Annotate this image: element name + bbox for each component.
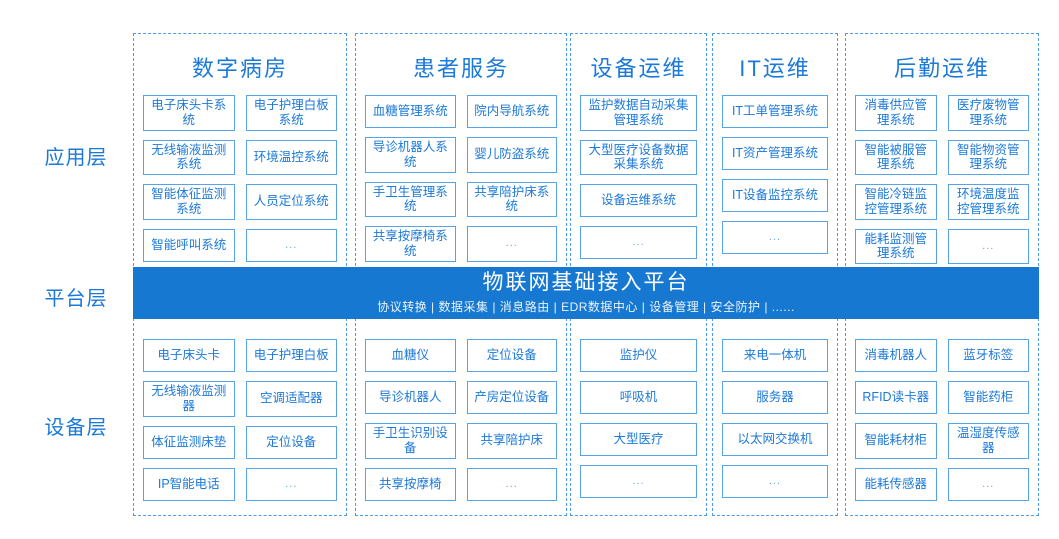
device-box: 无线输液监测器 [143, 381, 235, 417]
ellipsis-box: ... [466, 226, 557, 262]
device-box: 导诊机器人 [365, 381, 456, 414]
ellipsis-box: ... [245, 467, 337, 501]
column-5: 后勤运维消毒供应管理系统医疗废物管理系统智能被服管理系统智能物资管理系统智能冷链… [845, 33, 1039, 516]
device-boxes: 监护仪呼吸机大型医疗... [580, 339, 697, 498]
application-system-box: IT资产管理系统 [722, 137, 828, 170]
application-system-box: 大型医疗设备数据采集系统 [580, 139, 697, 175]
application-system-box: IT工单管理系统 [722, 95, 828, 128]
ellipsis-box: ... [722, 465, 828, 498]
device-boxes: 消毒机器人蓝牙标签 RFID读卡器智能药柜智能耗材柜温湿度传感器能耗传感器... [855, 339, 1029, 501]
ellipsis-box: ... [722, 221, 828, 254]
device-box: 能耗传感器 [855, 467, 937, 501]
device-box: 定位设备 [245, 425, 337, 459]
application-system-box: 院内导航系统 [466, 95, 557, 128]
device-box: IP智能电话 [143, 467, 235, 501]
application-system-box: 环境温控系统 [245, 139, 337, 175]
application-system-box: 电子护理白板系统 [245, 95, 337, 131]
ellipsis-box: ... [580, 465, 697, 498]
application-systems: 血糖管理系统院内导航系统导诊机器人系统婴儿防盗系统手卫生管理系统共享陪护床系统共… [365, 95, 557, 262]
application-systems: 消毒供应管理系统医疗废物管理系统智能被服管理系统智能物资管理系统智能冷链监控管理… [855, 95, 1029, 264]
column-header: IT运维 [739, 56, 811, 81]
device-box: 血糖仪 [365, 339, 456, 372]
platform-title: 物联网基础接入平台 [482, 270, 690, 294]
ellipsis-box: ... [245, 228, 337, 262]
layer-label-application: 应用层 [44, 147, 108, 169]
device-boxes: 血糖仪定位设备导诊机器人产房定位设备手卫生识别设备共享陪护床共享按摩椅... [365, 339, 557, 501]
application-system-box: 智能体征监测系统 [143, 184, 235, 220]
application-system-box: 手卫生管理系统 [365, 181, 456, 217]
application-system-box: 智能被服管理系统 [855, 139, 937, 175]
device-box: 空调适配器 [245, 381, 337, 417]
device-box: 智能药柜 [947, 381, 1029, 414]
application-system-box: 人员定位系统 [245, 184, 337, 220]
application-system-box: 监护数据自动采集管理系统 [580, 95, 697, 131]
column-1: 数字病房电子床头卡系统电子护理白板系统无线输液监测系统环境温控系统智能体征监测系… [133, 33, 347, 516]
column-header: 患者服务 [412, 56, 509, 81]
layer-label-device: 设备层 [44, 417, 108, 439]
ellipsis-box: ... [466, 467, 557, 501]
application-systems: 监护数据自动采集管理系统大型医疗设备数据采集系统设备运维系统... [580, 95, 697, 259]
device-box: 定位设备 [466, 339, 557, 372]
ellipsis-box: ... [947, 467, 1029, 501]
application-systems: 电子床头卡系统电子护理白板系统无线输液监测系统环境温控系统智能体征监测系统人员定… [143, 95, 337, 262]
application-systems: IT工单管理系统 IT资产管理系统 IT设备监控系统... [722, 95, 828, 254]
platform-band: 物联网基础接入平台 协议转换 | 数据采集 | 消息路由 | EDR数据中心 |… [133, 267, 1039, 319]
application-system-box: 导诊机器人系统 [365, 137, 456, 173]
application-system-box: 智能呼叫系统 [143, 228, 235, 262]
ellipsis-box: ... [947, 228, 1029, 264]
column-header: 数字病房 [191, 56, 288, 81]
device-box: 共享按摩椅 [365, 467, 456, 501]
device-box: 电子床头卡 [143, 339, 235, 372]
device-box: 电子护理白板 [245, 339, 337, 372]
device-box: 消毒机器人 [855, 339, 937, 372]
device-box: 来电一体机 [722, 339, 828, 372]
application-system-box: 环境温度监控管理系统 [947, 184, 1029, 220]
application-system-box: 共享按摩椅系统 [365, 226, 456, 262]
device-box: 蓝牙标签 [947, 339, 1029, 372]
platform-subtitle: 协议转换 | 数据采集 | 消息路由 | EDR数据中心 | 设备管理 | 安全… [377, 300, 795, 315]
column-header: 设备运维 [590, 56, 687, 81]
device-box: 服务器 [722, 381, 828, 414]
device-box: 呼吸机 [580, 381, 697, 414]
application-system-box: 消毒供应管理系统 [855, 95, 937, 131]
application-system-box: 电子床头卡系统 [143, 95, 235, 131]
application-system-box: 医疗废物管理系统 [947, 95, 1029, 131]
device-box: 大型医疗 [580, 423, 697, 456]
application-system-box: 共享陪护床系统 [466, 181, 557, 217]
device-box: RFID读卡器 [855, 381, 937, 414]
application-system-box: 能耗监测管理系统 [855, 228, 937, 264]
application-system-box: 智能冷链监控管理系统 [855, 184, 937, 220]
device-box: 体征监测床垫 [143, 425, 235, 459]
device-box: 共享陪护床 [466, 423, 557, 459]
application-system-box: 智能物资管理系统 [947, 139, 1029, 175]
device-box: 温湿度传感器 [947, 423, 1029, 459]
application-system-box: 无线输液监测系统 [143, 139, 235, 175]
device-boxes: 来电一体机服务器以太网交换机... [722, 339, 828, 498]
layer-label-platform: 平台层 [44, 288, 108, 310]
application-system-box: 血糖管理系统 [365, 95, 456, 128]
application-system-box: 婴儿防盗系统 [466, 137, 557, 173]
device-box: 监护仪 [580, 339, 697, 372]
application-system-box: IT设备监控系统 [722, 179, 828, 212]
application-system-box: 设备运维系统 [580, 184, 697, 217]
device-box: 产房定位设备 [466, 381, 557, 414]
device-box: 手卫生识别设备 [365, 423, 456, 459]
column-2: 患者服务血糖管理系统院内导航系统导诊机器人系统婴儿防盗系统手卫生管理系统共享陪护… [355, 33, 567, 516]
ellipsis-box: ... [580, 226, 697, 259]
column-header: 后勤运维 [893, 56, 990, 81]
device-box: 以太网交换机 [722, 423, 828, 456]
device-boxes: 电子床头卡电子护理白板无线输液监测器空调适配器体征监测床垫定位设备 IP智能电话.… [143, 339, 337, 501]
device-box: 智能耗材柜 [855, 423, 937, 459]
